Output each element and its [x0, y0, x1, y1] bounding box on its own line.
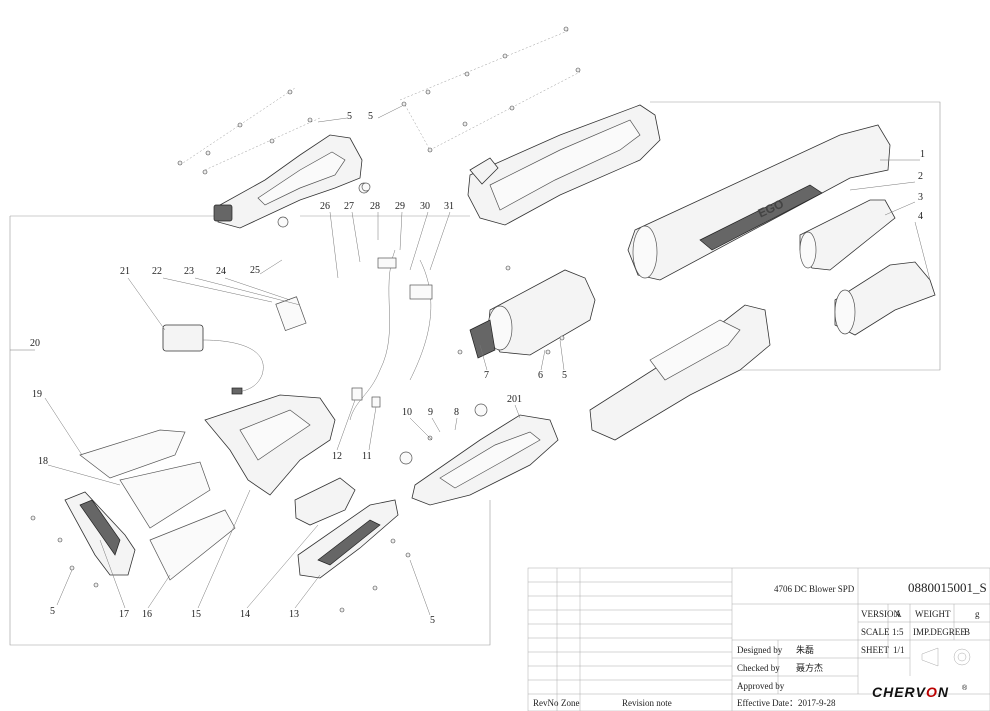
- callout-9: 9: [428, 407, 433, 418]
- designed-by-value: 朱磊: [796, 644, 814, 655]
- motor-fan-assembly: [469, 269, 596, 359]
- assembly-frame-top-right: [650, 101, 941, 371]
- checked-by-value: 聂方杰: [796, 662, 823, 673]
- callout-11: 11: [362, 451, 372, 462]
- designed-by-label: Designed by: [737, 645, 783, 655]
- screw-guide-top-1: [179, 87, 296, 166]
- imp-degree-value: B: [964, 627, 970, 637]
- callout-8: 8: [454, 407, 459, 418]
- imp-degree-label: IMP.DEGREE: [913, 627, 966, 637]
- grip-part-17: [64, 491, 136, 576]
- cover-part-19: [79, 429, 186, 479]
- screw-guide-top-5: [404, 104, 431, 151]
- clip-part-11: [371, 396, 381, 408]
- lower-shell-part-201: [411, 414, 559, 506]
- callout-3: 3: [918, 192, 923, 203]
- title-block: 4706 DC Blower SPD 0880015001_S VERSION …: [527, 567, 990, 711]
- callout-22: 22: [152, 266, 162, 277]
- approved-by-label: Approved by: [737, 681, 785, 691]
- knob-part-8: [474, 403, 488, 417]
- logo-letter-n: N: [938, 684, 949, 700]
- sheet-value: 1/1: [893, 645, 905, 655]
- callout-16: 16: [142, 609, 152, 620]
- nozzle-part-4: [834, 261, 936, 336]
- callout-23: 23: [184, 266, 194, 277]
- callout-26: 26: [320, 201, 330, 212]
- callout-21: 21: [120, 266, 130, 277]
- effective-date: Effective Date：2017-9-28: [737, 698, 836, 708]
- callout-2: 2: [918, 171, 923, 182]
- product-name: 4706 DC Blower SPD: [774, 584, 855, 594]
- lower-tube-housing: [589, 304, 771, 441]
- callout-18: 18: [38, 456, 48, 467]
- ring-part-top: [361, 182, 371, 192]
- scale-label: SCALE: [861, 627, 890, 637]
- callout-labels: 1 2 3 4 5 5 5 5 5 6 7 8 9 10 11 12 13 14…: [30, 111, 925, 626]
- checked-by-label: Checked by: [737, 663, 780, 673]
- callout-5-bottom-right: 5: [430, 615, 435, 626]
- callout-28: 28: [370, 201, 380, 212]
- wire-harness: [349, 249, 433, 421]
- battery-connector-part-21: [162, 324, 264, 395]
- clip-part-12: [351, 387, 363, 401]
- revision-note-label: Revision note: [622, 698, 672, 708]
- side-panel-part-16: [149, 509, 236, 581]
- assembly-frame-left: [9, 216, 491, 646]
- callout-5-bottom-left: 5: [50, 606, 55, 617]
- top-screws: [177, 26, 581, 175]
- weight-label: WEIGHT: [915, 609, 951, 619]
- chervon-logo: CHERVON ®: [872, 684, 968, 700]
- cap-part-10: [399, 451, 413, 465]
- logo-registered-mark: ®: [962, 684, 968, 692]
- side-panel-part-18: [119, 461, 211, 529]
- callout-25: 25: [250, 265, 260, 276]
- callout-10: 10: [402, 407, 412, 418]
- callout-1: 1: [920, 149, 925, 160]
- version-label: VERSION: [861, 609, 901, 619]
- callout-201: 201: [507, 394, 522, 405]
- callout-20: 20: [30, 338, 40, 349]
- upper-housing-shell: [467, 104, 661, 226]
- callout-13: 13: [289, 609, 299, 620]
- weight-value: g: [975, 609, 980, 619]
- leader-lines: [10, 105, 931, 616]
- rev-no-label: RevNo: [533, 698, 559, 708]
- switch-module-part-14: [294, 477, 356, 526]
- callout-31: 31: [444, 201, 454, 212]
- screw-guide-top-3: [399, 29, 571, 101]
- handle-half-upper: [213, 134, 370, 229]
- sheet-label: SHEET: [861, 645, 890, 655]
- callout-7: 7: [484, 370, 489, 381]
- logo-letter-o: O: [926, 684, 938, 700]
- callout-5-top-left: 5: [347, 111, 352, 122]
- callout-30: 30: [420, 201, 430, 212]
- battery-housing-part-15: [204, 394, 336, 496]
- svg-text:CHERVON: CHERVON: [872, 684, 949, 700]
- nozzle-part-3: [799, 199, 896, 271]
- callout-29: 29: [395, 201, 405, 212]
- callout-17: 17: [119, 609, 129, 620]
- blower-tube-part-1: EGO: [627, 124, 891, 281]
- scale-value: 1:5: [892, 627, 904, 637]
- callout-12: 12: [332, 451, 342, 462]
- version-value: A: [895, 609, 902, 619]
- logo-text-main: CHERV: [872, 684, 927, 700]
- lower-handle-part-13: [297, 499, 399, 579]
- callout-6: 6: [538, 370, 543, 381]
- callout-15: 15: [191, 609, 201, 620]
- callout-27: 27: [344, 201, 354, 212]
- callout-19: 19: [32, 389, 42, 400]
- callout-14: 14: [240, 609, 250, 620]
- callout-5-top-mid: 5: [368, 111, 373, 122]
- screw-guide-top-2: [204, 117, 321, 171]
- callout-24: 24: [216, 266, 226, 277]
- callout-4: 4: [918, 211, 923, 222]
- bracket-part-24: [275, 296, 307, 332]
- callout-5-motor: 5: [562, 370, 567, 381]
- zone-label: Zone: [561, 698, 580, 708]
- part-number: 0880015001_S: [908, 580, 987, 595]
- screw-guide-top-4: [429, 71, 581, 151]
